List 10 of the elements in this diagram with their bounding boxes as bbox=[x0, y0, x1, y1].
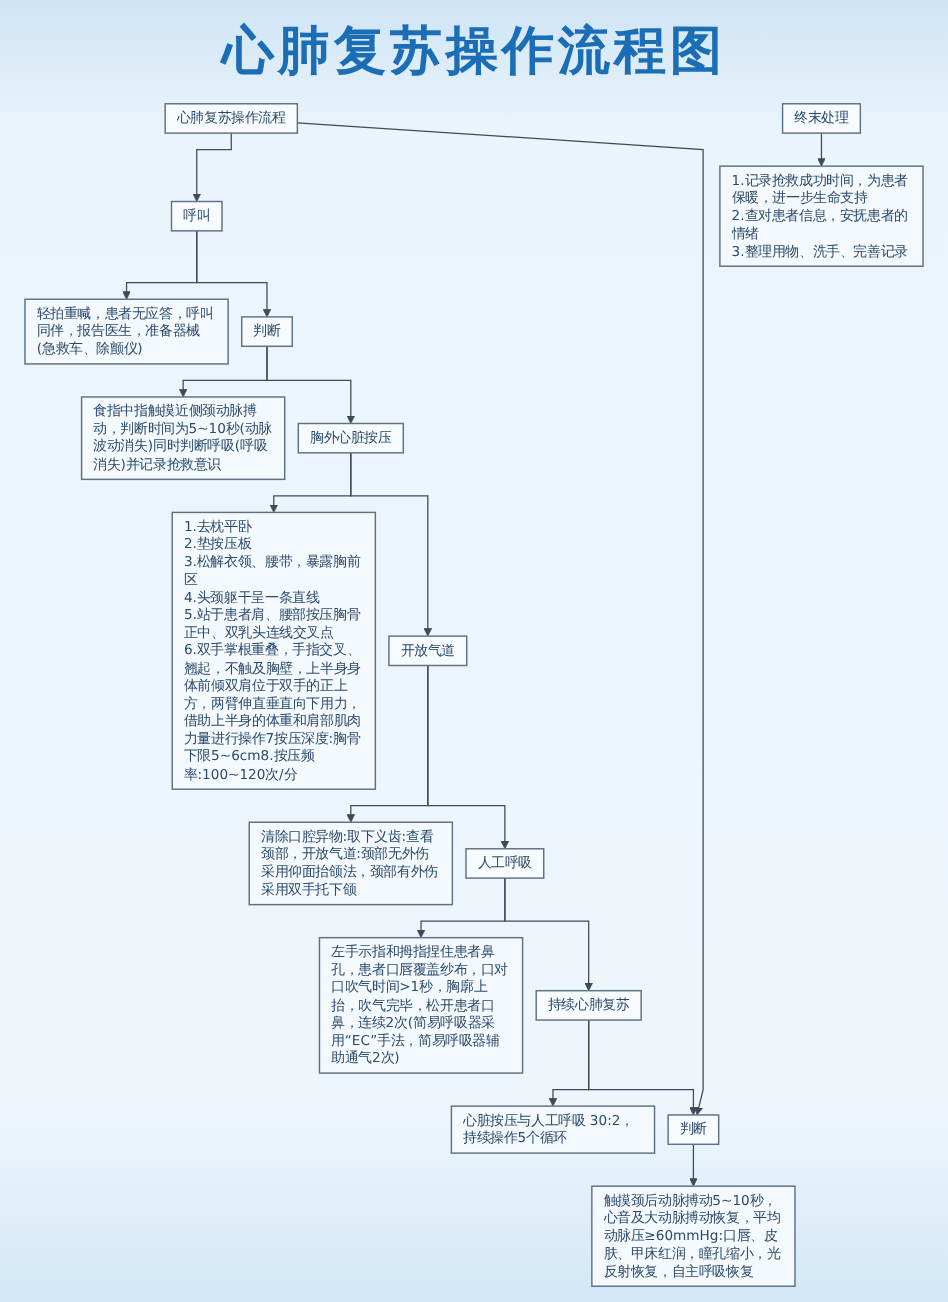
arrow bbox=[588, 1019, 698, 1116]
arrow bbox=[689, 1143, 698, 1187]
arrow bbox=[266, 345, 356, 424]
diagram-title: 心肺复苏操作流程图 bbox=[222, 20, 726, 86]
arrow bbox=[196, 230, 272, 318]
arrow bbox=[192, 132, 232, 202]
arrow bbox=[350, 452, 433, 637]
arrow bbox=[427, 664, 510, 850]
arrow bbox=[817, 132, 826, 167]
arrow bbox=[504, 877, 593, 992]
